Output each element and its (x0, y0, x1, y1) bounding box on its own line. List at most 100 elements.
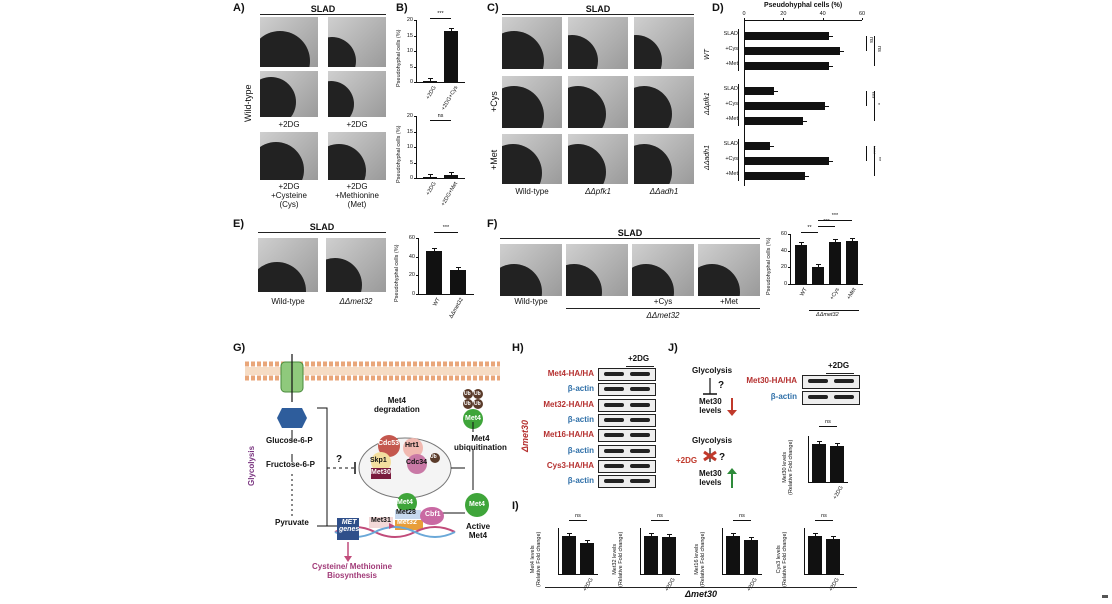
y-tick-label: 0 (783, 281, 787, 287)
y-tick-label: 5 (409, 63, 413, 70)
error-cap (449, 27, 454, 29)
glycolysis-label: Glycolysis (247, 445, 256, 486)
band (604, 479, 624, 484)
sig-bracket (815, 520, 833, 521)
error-bar (434, 248, 435, 252)
micrograph (634, 134, 694, 184)
micrograph (632, 244, 694, 296)
complex-ub: Ub (430, 454, 437, 460)
error-bar (801, 241, 802, 245)
caption: ΔΔadh1 (649, 187, 679, 196)
glucose-6-p: Glucose-6-P (266, 436, 313, 445)
sig-bracket (733, 520, 751, 521)
error-bar (840, 51, 845, 52)
error-cap (817, 440, 822, 442)
panel-f-label: F) (487, 218, 498, 230)
sig-bracket (866, 91, 867, 106)
sig-label: *** (823, 219, 830, 225)
blot-strip (598, 444, 656, 458)
y-axis (790, 234, 791, 284)
y-tick-label: 20 (406, 17, 413, 23)
blot-strip (598, 475, 656, 489)
band (604, 387, 624, 392)
complex-skp1: Skp1 (370, 457, 387, 464)
panel-b-label: B) (396, 2, 408, 14)
x-tick (744, 18, 745, 20)
ub-4: Ub (474, 401, 481, 407)
error-bar (828, 36, 833, 37)
panel-c-header: SLAD (502, 4, 694, 15)
error-cap (835, 442, 840, 444)
error-cap (833, 238, 838, 240)
panel-e-label: E) (233, 218, 244, 230)
caption: ΔΔmet32 (339, 297, 373, 306)
bar (423, 81, 437, 82)
micrograph (258, 238, 318, 292)
row-label: SLAD (723, 141, 738, 147)
x-tick-label: +2DG (425, 85, 438, 101)
error-cap (449, 172, 454, 174)
promoter-cbf1: Cbf1 (425, 511, 441, 518)
error-bar (824, 106, 829, 107)
ubiquitination-label: Met4 ubiquitination (454, 434, 507, 452)
group-bracket (738, 84, 739, 126)
x-tick-label: 0 (742, 11, 746, 17)
error-bar (451, 172, 452, 176)
sig-label: ns (825, 419, 831, 425)
panel-j-label: J) (668, 342, 678, 354)
y-axis (416, 20, 417, 82)
y-tick (414, 116, 416, 117)
error-bar (733, 532, 734, 536)
biosynthesis-label: Cysteine/ Methionine Biosynthesis (312, 562, 393, 580)
promoter-met32: Met32 (397, 519, 417, 526)
sig-label: ns (657, 513, 663, 519)
y-tick-label: 15 (406, 32, 413, 39)
y-tick-label: 20 (780, 264, 787, 271)
micrograph (502, 76, 562, 128)
band (604, 372, 624, 376)
error-bar (458, 266, 459, 270)
y-tick (788, 234, 790, 235)
x-tick-label: +2DG+Met (440, 181, 460, 208)
footer-line (545, 587, 857, 588)
micrograph (326, 238, 386, 292)
blot-label: β-actin (770, 392, 797, 401)
x-tick-label: 60 (858, 11, 866, 17)
error-bar (569, 532, 570, 536)
error-bar (837, 442, 838, 446)
y-tick (788, 284, 790, 285)
error-bar (651, 532, 652, 536)
x-axis (418, 294, 474, 295)
bar (744, 157, 829, 165)
error-cap (428, 174, 433, 176)
y-axis (804, 528, 805, 574)
row-label: SLAD (723, 31, 738, 37)
error-bar (828, 161, 833, 162)
blot-header: +2DG (628, 354, 650, 363)
sig-bracket (430, 120, 451, 121)
micrograph (502, 17, 562, 69)
blot-strip (598, 429, 656, 443)
y-tick (414, 147, 416, 148)
blot-label: β-actin (567, 476, 594, 486)
sig-label: ** (875, 156, 882, 162)
sub-bracket (809, 310, 859, 311)
y-tick-label: 10 (406, 48, 413, 54)
group-label: ΔΔadh1 (704, 145, 711, 170)
blot-label: β-actin (567, 414, 594, 424)
y-tick (414, 51, 416, 52)
band (808, 379, 828, 383)
error-bar (751, 536, 752, 540)
band (604, 417, 624, 422)
y-axis-label: Pseudohyphal cells (%) (766, 237, 772, 295)
met30-levels-1: Met30 levels (699, 397, 722, 415)
active-met4-circle-label: Met4 (469, 501, 485, 508)
micrograph (328, 17, 386, 67)
sig-bracket (866, 146, 867, 161)
caption: +2DG +Methionine (Met) (335, 182, 379, 209)
blot-label: β-actin (567, 384, 594, 394)
caption: ΔΔpfk1 (585, 187, 611, 196)
